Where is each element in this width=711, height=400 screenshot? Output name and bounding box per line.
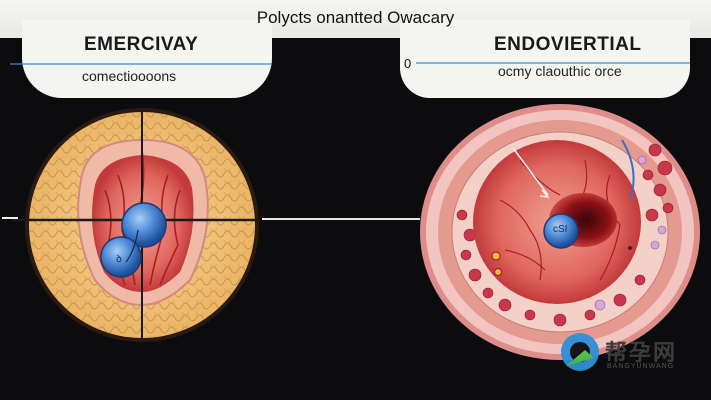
right-follicle (543, 213, 579, 249)
left-scale-tick-end: 5 (277, 59, 285, 74)
diagram-title: Polycts onantted Owacary (256, 8, 455, 27)
right-panel-label: ENDOVIERTIAL (494, 34, 642, 55)
right-panel-sublabel: ocmy claouthic orce (498, 63, 622, 79)
right-scale-tick-start: 0 (404, 56, 412, 71)
left-follicle-large (121, 202, 167, 248)
left-banner-panel (22, 20, 272, 98)
left-panel-label: EMERCIVAY (84, 34, 199, 55)
right-ovary (420, 104, 700, 360)
left-follicle-small (100, 236, 142, 278)
right-follicle-label: cSI (553, 224, 568, 235)
left-scale-tick-start: 0 (2, 59, 10, 74)
svg-text:ꝺ: ꝺ (116, 254, 122, 265)
left-ovary: ꝺ (2, 108, 260, 342)
left-panel-sublabel: comectioooons (82, 68, 177, 84)
watermark-logo (561, 333, 599, 371)
watermark-subtext: BANGYUNWANG (607, 363, 675, 370)
watermark-text: 帮孕网 (605, 341, 678, 366)
right-banner-panel (400, 20, 690, 98)
